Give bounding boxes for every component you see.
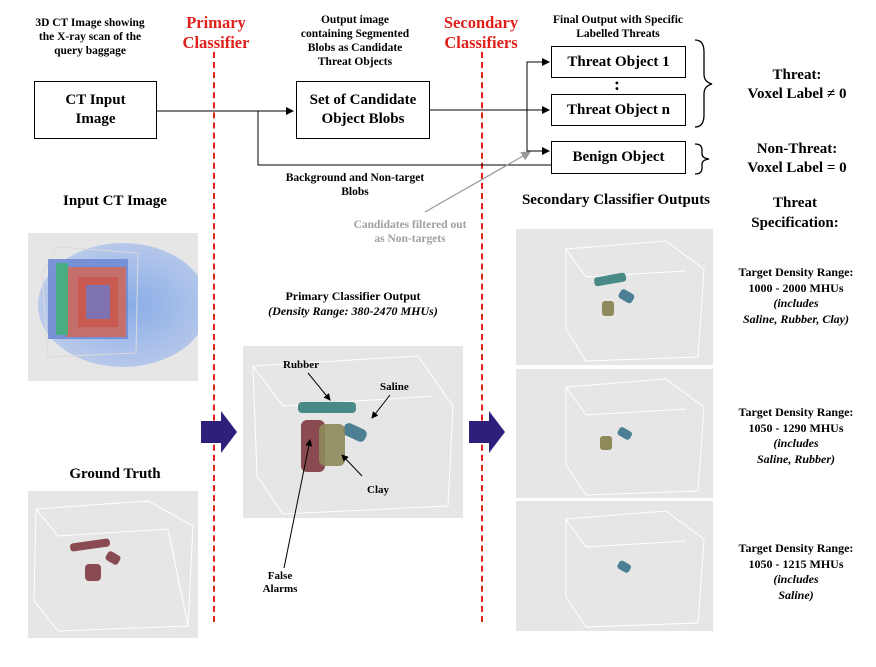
spec-3-line2: 1050 - 1215 MHUs [748,556,844,571]
ground-truth-image [28,491,198,638]
spec-3-line4: Saline) [778,587,814,602]
spec-2-line2: 1050 - 1290 MHUs [748,420,844,435]
nonthreat-label-line2: Voxel Label = 0 [747,160,847,176]
spec-3-line1: Target Density Range: [738,541,854,555]
input-description: 3D CT Image showing the X-ray scan of th… [35,17,145,57]
threat-label: Threat: Voxel Label ≠ 0 [722,66,872,104]
stage-arrow-2 [469,411,505,453]
spec-2-line1: Target Density Range: [738,405,854,419]
threat-label-line2: Voxel Label ≠ 0 [747,86,847,102]
primary-output-title-line: Primary Classifier Output [285,289,421,303]
threat-object-n-box: Threat Object n [551,94,686,126]
false-alarms-annotation: False Alarms [262,570,298,595]
input-ct-render [38,243,208,367]
spec-3-line3: (includes [773,572,819,586]
primary-stage-divider [213,52,215,622]
spec-1-line1: Target Density Range: [738,265,854,279]
threat-spec-title: Threat Specification: [751,195,839,231]
filtered-candidates-caption: Candidates filtered out as Non-targets [353,219,467,245]
threat-spec-1: Target Density Range: 1000 - 2000 MHUs (… [718,265,874,327]
spec-2-line3: (includes [773,436,819,450]
primary-output-range: (Density Range: 380-2470 MHUs) [268,304,438,318]
threat-spec-3: Target Density Range: 1050 - 1215 MHUs (… [718,541,874,603]
primary-classifier-title: Primary Classifier [182,13,250,52]
final-description: Final Output with Specific Labelled Thre… [552,14,684,40]
input-ct-title: Input CT Image [63,193,167,209]
ground-truth-title: Ground Truth [69,466,161,482]
clay-blob [319,424,345,466]
stage-arrow-1 [201,411,237,453]
secondary-output-3 [516,501,713,631]
threat-label-line1: Threat: [772,67,822,83]
saline-blob [342,423,367,442]
ground-truth-render [33,500,194,632]
input-ct-image [28,233,208,381]
spec-1-line4: Saline, Rubber, Clay) [742,311,849,326]
threat-ellipsis: : [614,74,620,94]
spec-2-line4: Saline, Rubber) [756,451,835,466]
candidate-description: Output image containing Segmented Blobs … [300,14,410,68]
rubber-blob [298,402,356,413]
nonthreat-label: Non-Threat: Voxel Label = 0 [722,140,872,178]
primary-output-image [243,346,463,518]
clay-annotation: Clay [367,484,389,496]
rubber-annotation: Rubber [283,359,320,371]
saline-annotation: Saline [380,381,409,393]
secondary-stage-divider [481,52,483,622]
secondary-output-3-render [565,510,705,628]
candidate-blobs-box: Set of Candidate Object Blobs [296,81,430,139]
nonthreat-label-line1: Non-Threat: [756,141,838,157]
secondary-output-2-render [565,378,705,496]
threat-object-1-box: Threat Object 1 [551,46,686,78]
threat-spec-2: Target Density Range: 1050 - 1290 MHUs (… [718,405,874,467]
ct-input-box: CT Input Image [34,81,157,139]
background-blobs-caption: Background and Non-target Blobs [285,172,425,198]
secondary-output-1 [516,229,713,365]
spec-1-line2: 1000 - 2000 MHUs [748,280,844,295]
secondary-output-1-render [565,240,705,362]
primary-output-render [252,355,454,515]
secondary-output-2 [516,369,713,498]
spec-1-line3: (includes [773,296,819,310]
benign-object-box: Benign Object [551,141,686,174]
secondary-classifier-title: Secondary Classifiers [443,13,519,52]
secondary-outputs-title: Secondary Classifier Outputs [521,192,711,208]
primary-output-title: Primary Classifier Output (Density Range… [246,289,460,319]
